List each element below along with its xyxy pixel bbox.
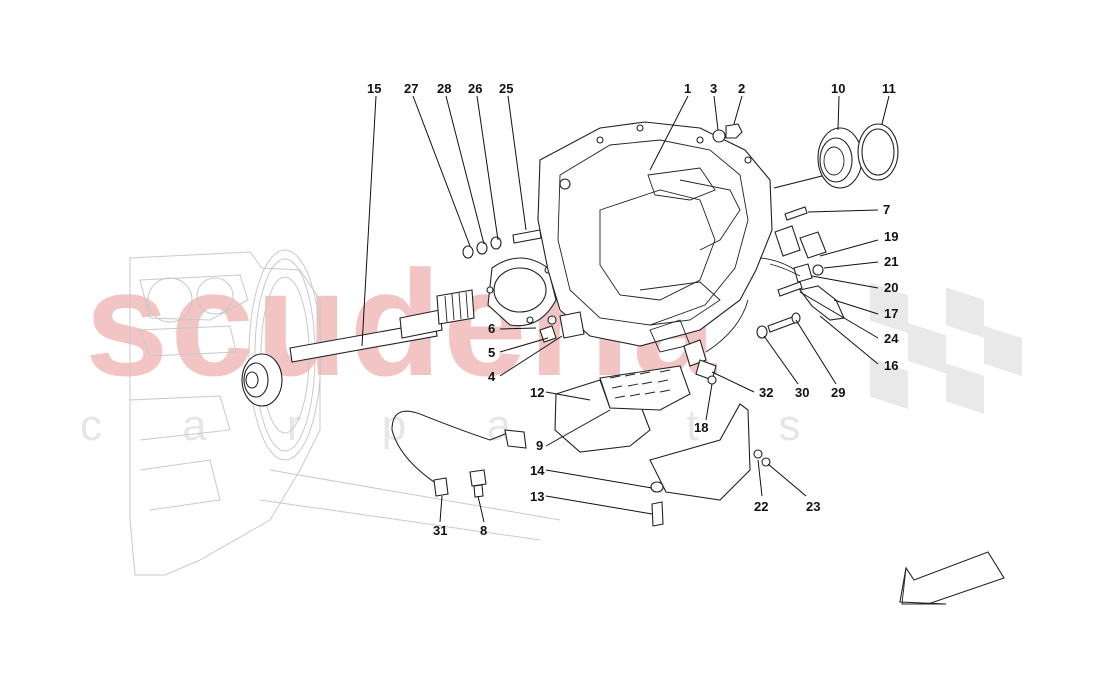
watermark-subtitle: c a r p a r t s <box>80 401 835 450</box>
speed-sensor <box>539 311 585 343</box>
snap-ring <box>857 123 899 181</box>
callout-19: 19 <box>884 229 898 244</box>
callout-1: 1 <box>684 81 691 96</box>
callout-18: 18 <box>694 420 708 435</box>
callout-7: 7 <box>883 202 890 217</box>
bolt-8 <box>469 469 487 498</box>
sensor-connectors <box>759 225 827 283</box>
callout-12: 12 <box>530 385 544 400</box>
callout-21: 21 <box>884 254 898 269</box>
callout-15: 15 <box>367 81 381 96</box>
bolts-29-30 <box>756 312 801 339</box>
callout-13: 13 <box>530 489 544 504</box>
callout-32: 32 <box>759 385 773 400</box>
input-shaft <box>289 289 475 363</box>
callout-2: 2 <box>738 81 745 96</box>
direction-arrow-shadow <box>901 567 946 605</box>
callout-26: 26 <box>468 81 482 96</box>
direction-arrow-icon <box>899 551 1005 605</box>
callout-6: 6 <box>488 321 495 336</box>
stud-7 <box>784 206 808 221</box>
flywheel-hub <box>241 353 283 407</box>
shield-bracket <box>649 403 771 501</box>
callout-14: 14 <box>530 463 545 478</box>
leader-lines <box>361 95 890 523</box>
callout-27: 27 <box>404 81 418 96</box>
checkered-flag-watermark <box>870 282 1022 414</box>
callout-16: 16 <box>884 358 898 373</box>
callout-22: 22 <box>754 499 768 514</box>
clip-18 <box>707 375 717 385</box>
callout-4: 4 <box>488 369 496 384</box>
callout-24: 24 <box>884 331 899 346</box>
callout-10: 10 <box>831 81 845 96</box>
callout-3: 3 <box>710 81 717 96</box>
callout-23: 23 <box>806 499 820 514</box>
callout-28: 28 <box>437 81 451 96</box>
sensor-bracket <box>777 281 845 321</box>
callout-11: 11 <box>882 81 896 96</box>
sensor-32 <box>683 299 749 381</box>
callout-25: 25 <box>499 81 513 96</box>
callout-9: 9 <box>536 438 543 453</box>
callout-30: 30 <box>795 385 809 400</box>
washer-14 <box>650 481 664 493</box>
nut-2 <box>725 123 743 139</box>
callout-5: 5 <box>488 345 495 360</box>
bearing <box>817 127 863 189</box>
callout-8: 8 <box>480 523 487 538</box>
callout-29: 29 <box>831 385 845 400</box>
ground-strap <box>391 410 527 497</box>
callout-31: 31 <box>433 523 447 538</box>
bolt-13 <box>651 501 664 527</box>
gasket <box>486 257 557 327</box>
clutch-housing <box>537 121 773 353</box>
washer-3 <box>712 129 726 143</box>
callout-17: 17 <box>884 306 898 321</box>
callout-labels: 15 27 28 26 25 1 3 2 10 11 7 19 21 20 17… <box>367 81 899 538</box>
callout-20: 20 <box>884 280 898 295</box>
studs-and-washers <box>462 229 542 259</box>
